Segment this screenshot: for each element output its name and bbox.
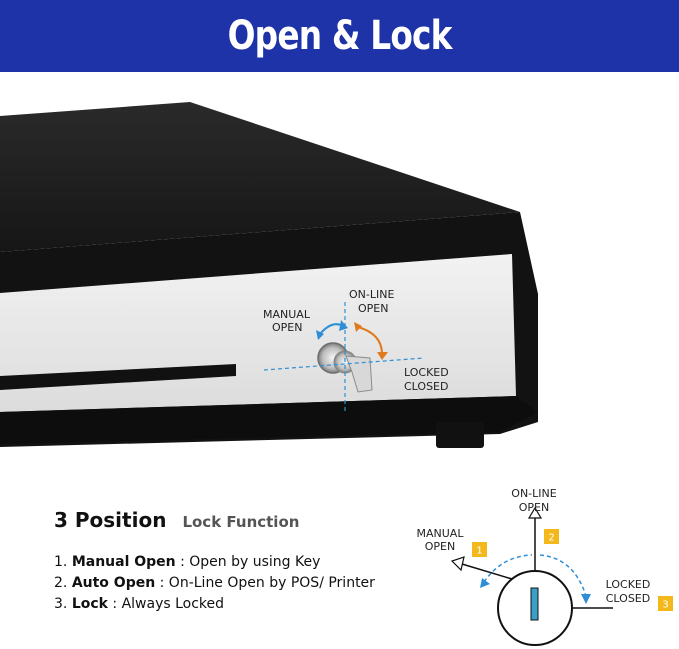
item-desc: : Open by using Key: [175, 554, 321, 570]
photo-label-manual-line2: OPEN: [272, 321, 302, 334]
key-slot-icon: [530, 587, 539, 621]
drawer-slot: [0, 364, 236, 390]
drawer-top: [0, 102, 520, 252]
badge-1-text: 1: [476, 546, 482, 557]
list-item: 1. Manual Open : Open by using Key: [54, 552, 414, 573]
item-number: 1.: [54, 554, 68, 570]
photo-label-online-line1: ON-LINE: [349, 288, 394, 301]
locked-arc: [539, 554, 587, 597]
lock-position-diagram: 1 2 3 ON-LINE OPEN MANUAL OPEN LOCKED CL…: [417, 487, 673, 646]
heading-main: 3 Position: [54, 508, 167, 532]
banner-title: Open & Lock: [227, 13, 452, 59]
function-list: 1. Manual Open : Open by using Key 2. Au…: [54, 552, 414, 615]
item-term: Lock: [71, 596, 108, 612]
item-desc: : Always Locked: [107, 596, 225, 612]
photo-label-locked-line2: CLOSED: [404, 380, 448, 393]
title-banner: Open & Lock: [0, 0, 679, 72]
photo-label-manual-line1: MANUAL: [263, 308, 311, 321]
list-item: 2. Auto Open : On-Line Open by POS/ Prin…: [54, 573, 414, 594]
drawer-foot: [436, 422, 484, 448]
manual-arrowhead: [450, 556, 465, 572]
cash-drawer-photo: MANUAL OPEN ON-LINE OPEN LOCKED CLOSED: [0, 102, 538, 448]
manual-arc: [483, 554, 533, 583]
item-number: 3.: [54, 596, 68, 612]
item-term: Manual Open: [71, 554, 176, 570]
badge-3-text: 3: [662, 600, 668, 611]
item-number: 2.: [54, 575, 68, 591]
badge-3: [658, 596, 673, 611]
list-item: 3. Lock : Always Locked: [54, 594, 414, 615]
info-heading: 3 Position Lock Function: [54, 508, 414, 532]
key: [345, 355, 373, 393]
item-desc: : On-Line Open by POS/ Printer: [155, 575, 375, 591]
diagram-manual-line2: OPEN: [425, 540, 455, 553]
badge-2: [544, 529, 559, 544]
badge-1: [472, 542, 487, 557]
diagram-manual-line1: MANUAL: [417, 527, 465, 540]
diagram-locked-line1: LOCKED: [606, 578, 651, 591]
locked-arrow: [357, 326, 383, 355]
diagram-locked-line2: CLOSED: [606, 592, 650, 605]
diagram-online-line2: OPEN: [519, 501, 549, 514]
lock-function-info: 3 Position Lock Function 1. Manual Open …: [54, 508, 414, 615]
drawer-bottom: [0, 396, 538, 444]
badge-2-text: 2: [548, 533, 554, 544]
diagram-online-line1: ON-LINE: [511, 487, 556, 500]
online-arrowhead: [527, 506, 543, 519]
photo-label-online-line2: OPEN: [358, 302, 388, 315]
heading-sub: Lock Function: [182, 513, 300, 531]
photo-label-locked-line1: LOCKED: [404, 366, 449, 379]
item-term: Auto Open: [71, 575, 156, 591]
